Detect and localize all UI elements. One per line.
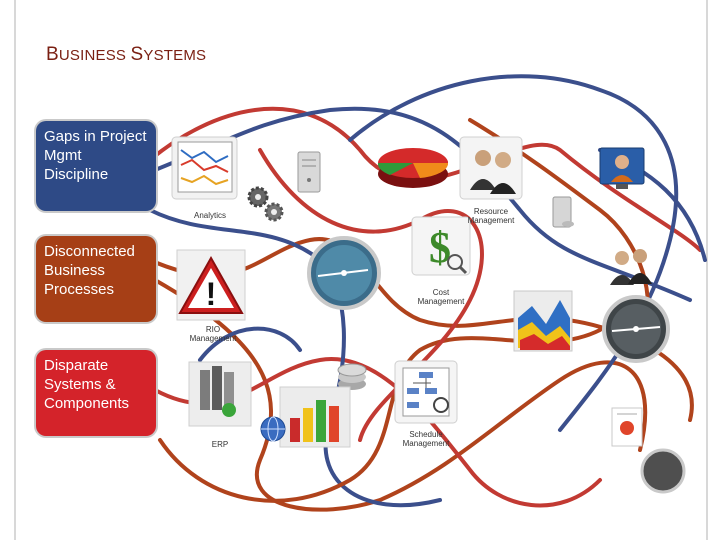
gauge-icon — [307, 236, 381, 310]
analytics-label: Analytics — [193, 211, 226, 220]
connector-line — [153, 106, 692, 302]
people-small-icon — [610, 249, 652, 285]
svg-text:!: ! — [206, 276, 217, 312]
gauge-dark-icon — [602, 295, 670, 363]
rio-management-label: RIO Management — [189, 325, 237, 343]
bar-chart-icon — [279, 386, 351, 448]
line-chart-icon — [171, 136, 238, 200]
page-title: BUSINESS SYSTEMS — [46, 44, 207, 65]
dollar-icon: $ — [411, 216, 471, 276]
globe-icon — [260, 416, 286, 442]
resource-management-label: Resource Management — [467, 207, 515, 225]
svg-text:$: $ — [429, 223, 451, 272]
dial-icon — [640, 448, 686, 494]
slide-frame — [14, 0, 708, 540]
server-icon — [297, 151, 321, 193]
warning-icon: ! — [176, 249, 246, 321]
connector-line — [148, 208, 442, 508]
cost-management-label: Cost Management — [417, 288, 465, 306]
connector-line — [148, 106, 702, 252]
erp-label: ERP — [211, 440, 229, 449]
schedule-management-label: Schedule Management — [402, 430, 450, 448]
pie-chart-icon — [377, 148, 449, 188]
people-icon — [459, 136, 523, 200]
connector-line — [153, 278, 648, 512]
connector-line — [158, 328, 602, 503]
disk-stack-icon — [337, 363, 367, 390]
area-chart-icon — [513, 290, 573, 352]
category-disparate-systems: Disparate Systems & Components — [36, 350, 156, 436]
server-small-icon — [552, 196, 574, 228]
connector-line — [198, 326, 302, 362]
monitor-user-icon — [599, 147, 645, 189]
document-icon — [611, 407, 643, 447]
gears-icon — [247, 186, 284, 222]
org-chart-icon — [394, 360, 458, 424]
category-disconnected-processes: Disconnected Business Processes — [36, 236, 156, 322]
server-rack-icon — [188, 361, 252, 427]
category-gaps-project-mgmt: Gaps in Project Mgmt Discipline — [36, 121, 156, 211]
